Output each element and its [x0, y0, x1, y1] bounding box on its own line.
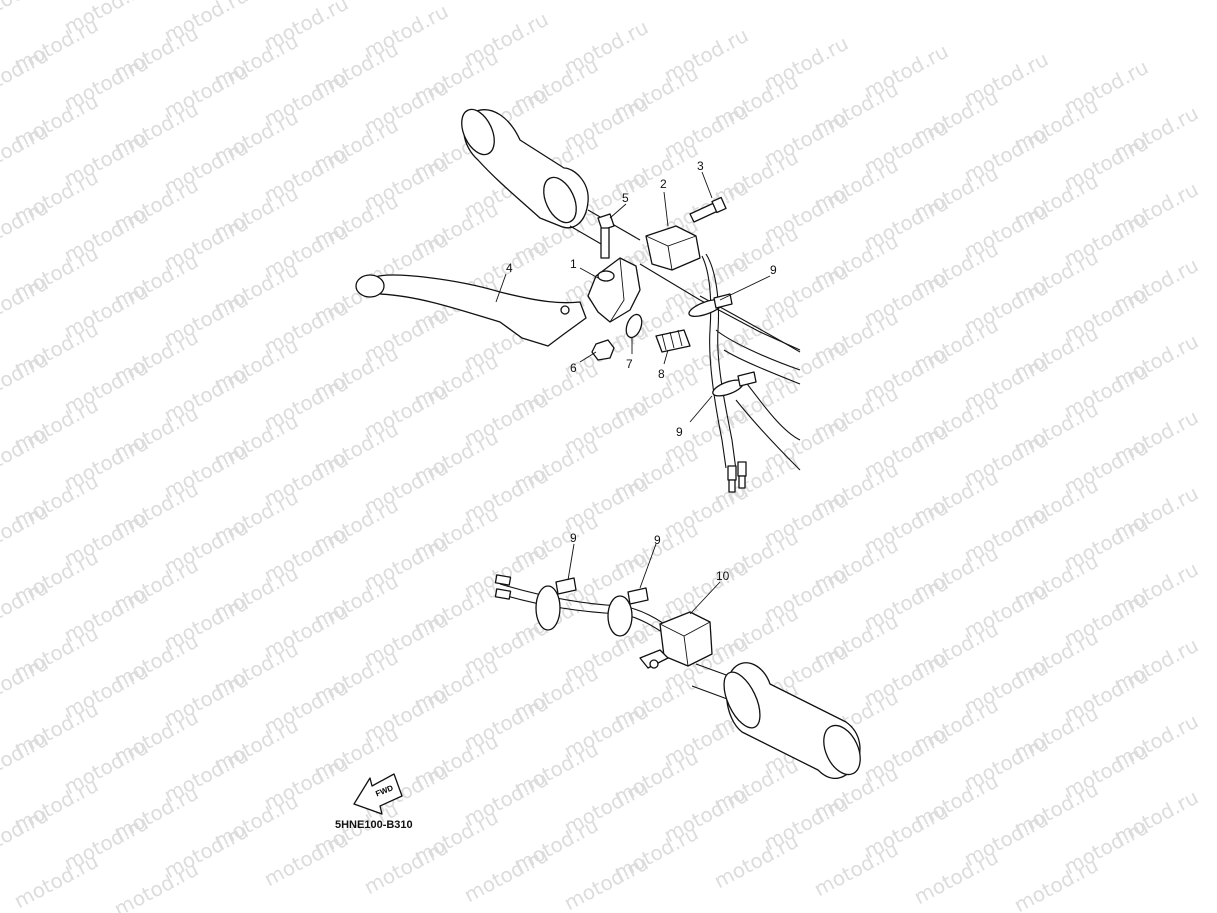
callout-6: 6	[570, 361, 577, 375]
bolt-part-3	[689, 196, 727, 223]
cable-tie-upper-2	[712, 371, 757, 397]
callout-1: 1	[570, 257, 577, 271]
nut-part-6	[591, 339, 615, 361]
upper-handlebar-grip	[461, 108, 641, 249]
callout-9-upper-left: 9	[676, 425, 683, 439]
callout-10: 10	[716, 569, 730, 583]
callout-4: 4	[506, 261, 513, 275]
cable-tie-upper-1	[688, 293, 733, 317]
fwd-arrow-icon: FWD	[353, 773, 403, 815]
callout-9-lower-left: 9	[570, 531, 577, 545]
adjuster-ring-part-7	[625, 313, 643, 339]
leader-lines	[495, 171, 771, 615]
callout-9-lower-right: 9	[654, 533, 661, 547]
cable-tie-lower-2	[607, 587, 649, 637]
callout-3: 3	[697, 159, 704, 173]
lower-wire-harness	[494, 574, 673, 637]
adjuster-bolt-part-8	[655, 329, 691, 353]
callout-5: 5	[622, 191, 629, 205]
lower-handlebar-grip	[691, 662, 861, 779]
lever-holder-part-1	[587, 257, 641, 323]
callouts: 1 2 3 4 5 6 7 8 9 9 9 9 10	[506, 159, 777, 583]
clutch-lever-part-4	[355, 274, 587, 347]
callout-8: 8	[658, 367, 665, 381]
callout-9-upper-right: 9	[770, 263, 777, 277]
wire-harness-upper	[701, 253, 747, 493]
callout-2: 2	[660, 177, 667, 191]
clamp-part-10	[639, 611, 713, 669]
diagram-code: 5HNE100-B310	[335, 819, 413, 831]
bolt-part-5	[597, 213, 615, 259]
cable-tie-lower-1	[535, 577, 577, 631]
lever-bracket-part-2	[645, 225, 701, 271]
callout-7: 7	[626, 357, 633, 371]
